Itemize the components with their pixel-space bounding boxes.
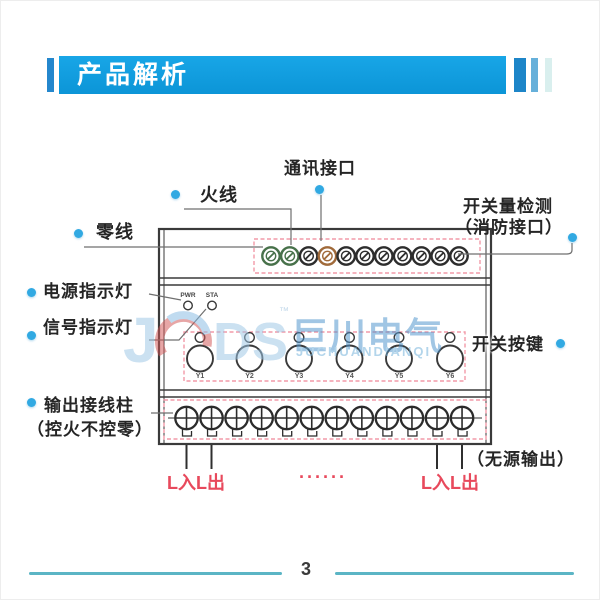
comm-terminal-screw	[373, 246, 394, 266]
label-power-indicator: 电源指示灯	[43, 282, 133, 301]
label-passive-output: （无源输出）	[467, 450, 575, 469]
comm-terminal-row	[261, 246, 469, 266]
channel-led	[194, 332, 206, 344]
comm-terminal-screw	[411, 246, 432, 266]
label-switch-detect: 开关量检测	[463, 197, 553, 216]
comm-terminal-screw	[298, 246, 319, 266]
label-fire-port: （消防接口）	[455, 218, 563, 237]
banner-deco-bar-pale	[545, 58, 552, 92]
comm-terminal-highlight	[253, 238, 481, 274]
output-wires	[185, 445, 463, 469]
channel-led	[393, 332, 405, 344]
callout-dot-signal	[27, 331, 36, 340]
callout-dot-output	[27, 398, 36, 407]
channel-led	[243, 332, 255, 344]
button-row-highlight	[183, 331, 466, 382]
comm-terminal-screw	[261, 246, 281, 266]
section-banner: 产品解析	[59, 56, 506, 94]
comm-terminal-screw	[392, 246, 413, 266]
channel-button	[186, 344, 214, 373]
label-neutral-wire: 零线	[96, 222, 134, 242]
footer-rule-right	[335, 572, 574, 575]
ellipsis-dots: ······	[299, 467, 347, 487]
page-title: 产品解析	[77, 61, 190, 89]
comm-terminal-screw	[279, 246, 300, 266]
label-switch-buttons: 开关按键	[472, 335, 544, 354]
comm-terminal-screw	[449, 246, 469, 266]
channel-button-label: Y2	[245, 373, 254, 380]
callout-dot-neutral	[74, 229, 83, 238]
channel-button-label: Y5	[395, 373, 404, 380]
l-in-out-left: L入L出	[167, 473, 225, 493]
channel-button-label: Y1	[196, 373, 205, 380]
pwr-led	[182, 300, 193, 311]
l-in-out-right: L入L出	[421, 473, 479, 493]
channel-button-label: Y4	[345, 373, 354, 380]
comm-terminal-screw	[317, 246, 338, 266]
callout-dot-power	[27, 288, 36, 297]
channel-button-label: Y3	[295, 373, 304, 380]
channel-led	[293, 332, 305, 344]
channel-button-label: Y6	[446, 373, 455, 380]
banner-deco-bar-medium	[531, 58, 538, 92]
callout-dot-fire	[568, 233, 577, 242]
label-output-note: （控火不控零）	[27, 420, 153, 439]
channel-button	[235, 344, 264, 373]
channel-button	[335, 344, 364, 373]
channel-button	[436, 344, 464, 373]
callout-dot-live	[171, 190, 180, 199]
pwr-label: PWR	[180, 292, 195, 299]
banner-deco-bar-dark	[514, 58, 526, 92]
sta-led	[206, 300, 217, 311]
label-live-wire: 火线	[200, 185, 238, 205]
channel-button	[385, 344, 413, 373]
comm-terminal-screw	[355, 246, 375, 266]
channel-led	[344, 332, 356, 344]
output-terminal-highlight	[163, 399, 487, 440]
banner-accent-bar	[47, 58, 54, 92]
label-comm-port: 通讯接口	[284, 159, 356, 178]
footer-rule-left	[29, 572, 282, 575]
callout-dot-comm	[315, 185, 324, 194]
label-output-terminals: 输出接线柱	[44, 396, 134, 415]
sta-label: STA	[206, 292, 219, 299]
page-number: 3	[300, 559, 311, 579]
comm-terminal-screw	[336, 246, 357, 266]
callout-dot-buttons	[556, 339, 565, 348]
label-signal-indicator: 信号指示灯	[43, 318, 133, 337]
channel-button	[285, 344, 313, 373]
comm-terminal-screw	[430, 246, 451, 266]
channel-led	[444, 332, 456, 344]
